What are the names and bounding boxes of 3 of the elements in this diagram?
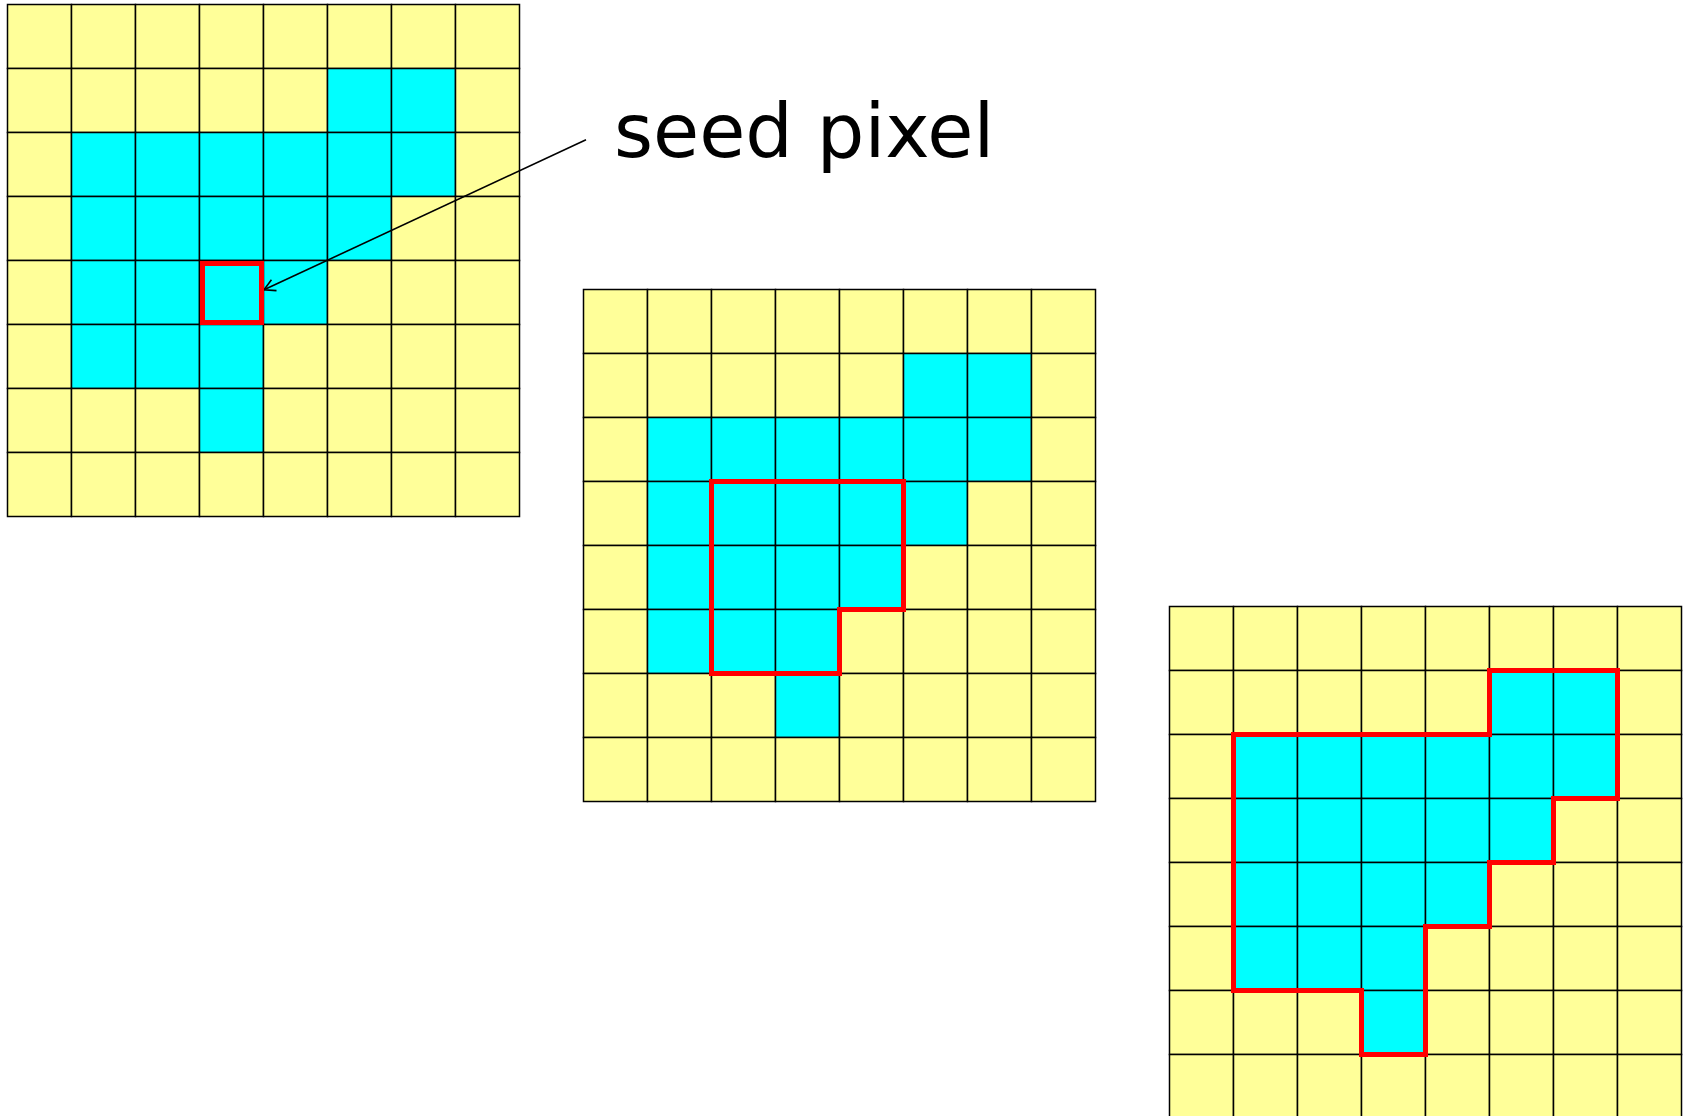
seed-pixel-label: seed pixel bbox=[586, 90, 995, 173]
leader-line bbox=[263, 139, 587, 292]
seed-pixel-cell bbox=[199, 260, 264, 325]
